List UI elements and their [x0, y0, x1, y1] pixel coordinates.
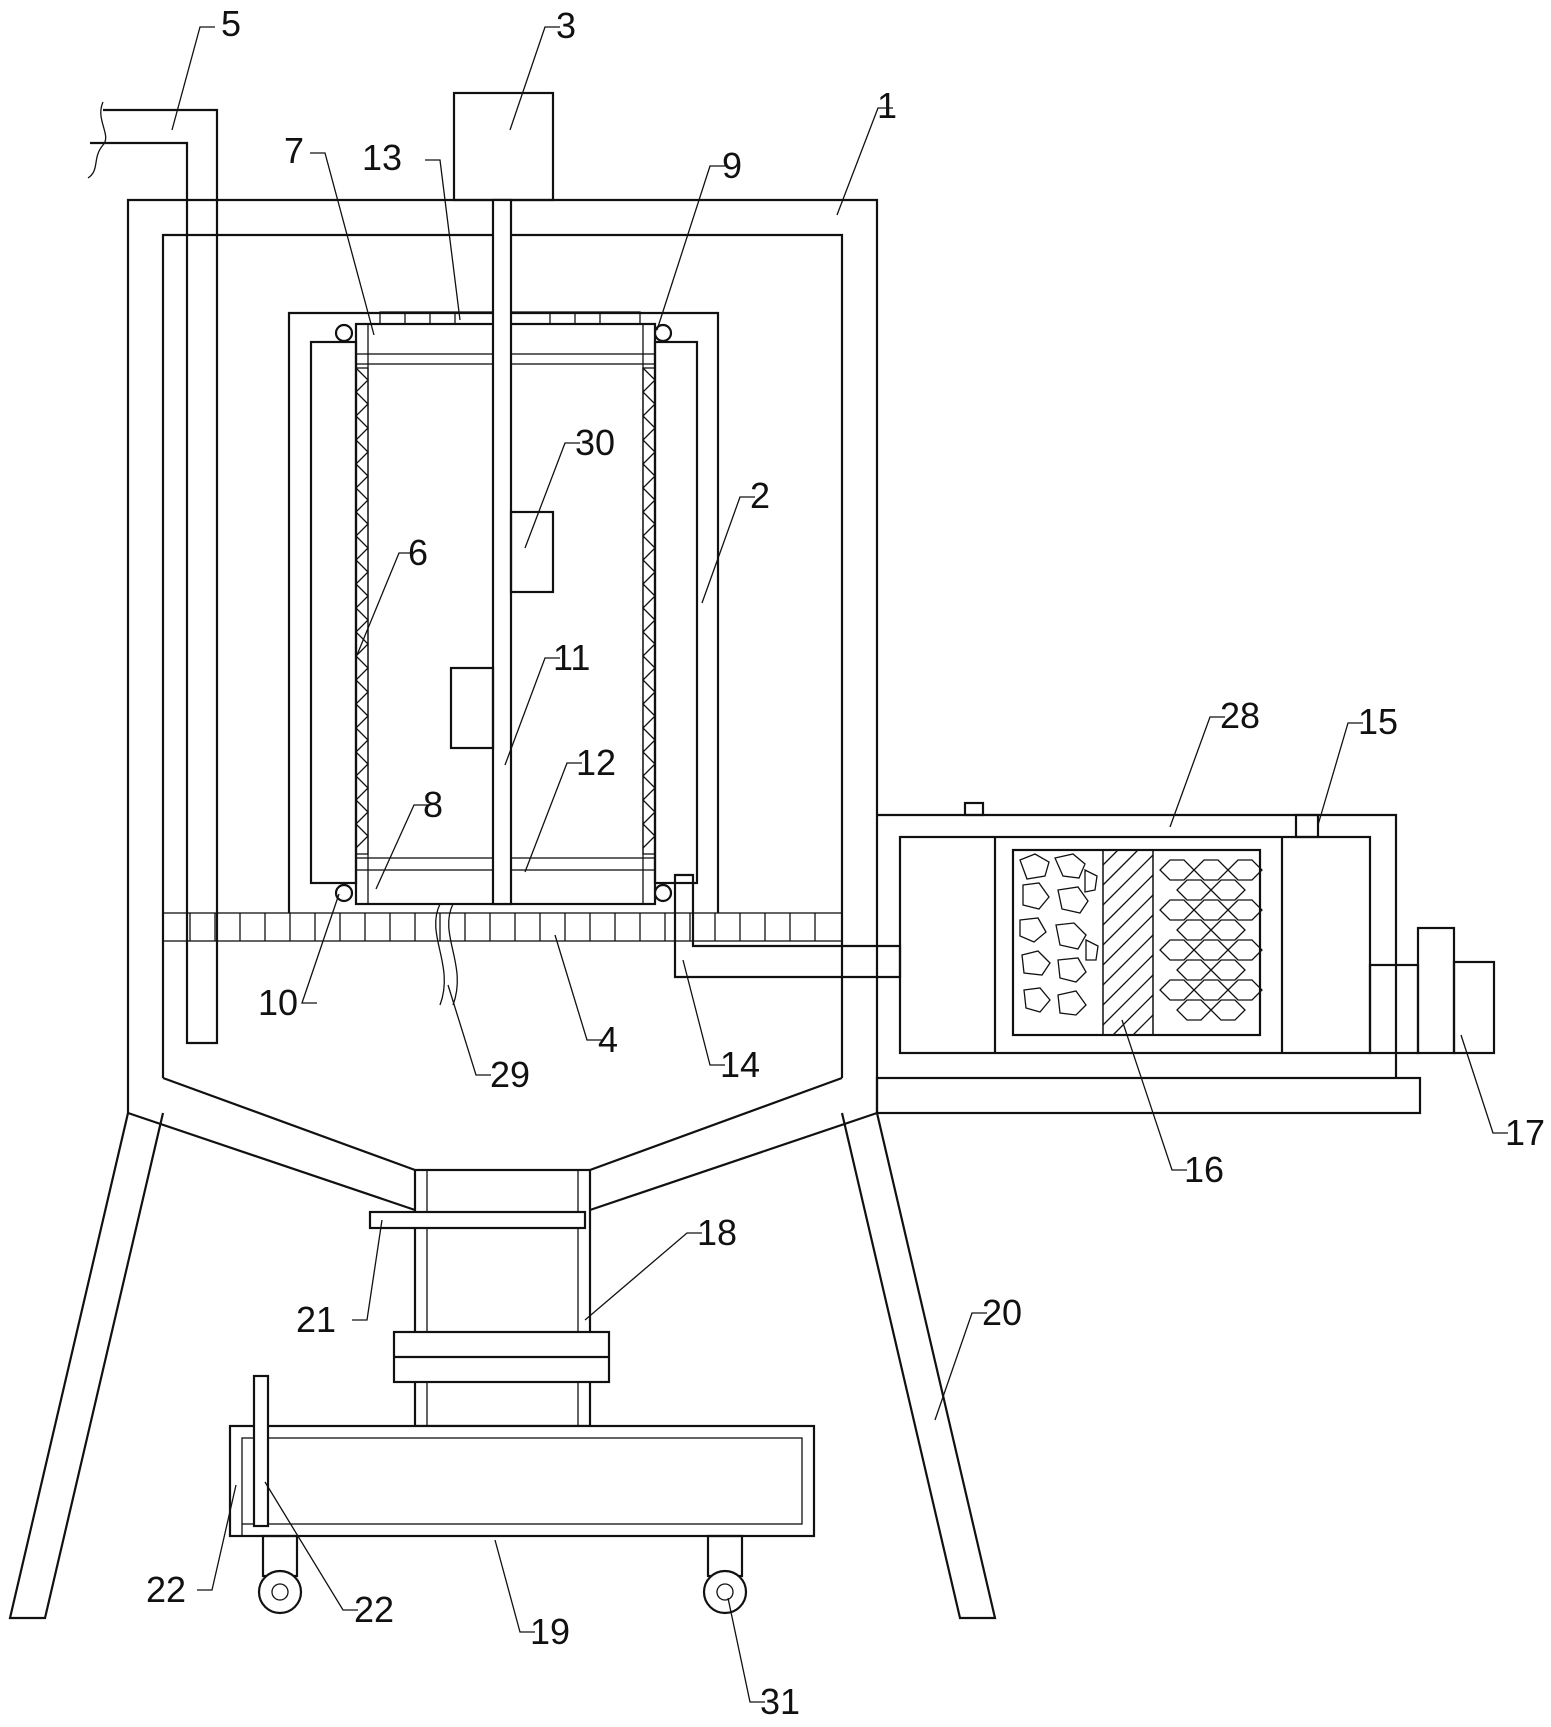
label-8: 8	[423, 784, 443, 825]
label-12: 12	[576, 742, 616, 783]
cable	[435, 903, 458, 1006]
label-13: 13	[362, 137, 402, 178]
rotating-shaft	[449, 198, 555, 906]
label-5: 5	[221, 3, 241, 44]
label-29: 29	[490, 1054, 530, 1095]
label-15: 15	[1358, 701, 1398, 742]
label-7: 7	[284, 130, 304, 171]
label-2: 2	[750, 475, 770, 516]
label-14: 14	[720, 1044, 760, 1085]
label-16: 16	[1184, 1149, 1224, 1190]
label-20: 20	[982, 1292, 1022, 1333]
label-30: 30	[575, 422, 615, 463]
label-11: 11	[553, 637, 590, 678]
honeycomb-layer	[1152, 849, 1263, 1036]
legs	[8, 1112, 997, 1620]
label-22-right: 22	[354, 1589, 394, 1630]
label-18: 18	[697, 1212, 737, 1253]
discharge-pipe	[368, 1168, 611, 1428]
label-21: 21	[296, 1299, 336, 1340]
collection-cart	[228, 1374, 816, 1615]
label-17: 17	[1505, 1112, 1545, 1153]
filter-box	[877, 801, 1398, 1055]
pump	[1368, 926, 1496, 1055]
label-22-left: 22	[146, 1569, 186, 1610]
outlet-pipe	[673, 873, 902, 979]
label-3: 3	[556, 5, 576, 46]
support-shelf	[875, 1053, 1422, 1115]
label-9: 9	[722, 145, 742, 186]
label-10: 10	[258, 982, 298, 1023]
motor	[452, 91, 555, 202]
label-28: 28	[1220, 695, 1260, 736]
hatched-layer	[1102, 849, 1154, 1036]
label-19: 19	[530, 1611, 570, 1652]
label-31: 31	[760, 1681, 800, 1722]
hopper	[127, 1076, 878, 1212]
feed-pipe	[87, 101, 219, 1045]
perforated-plate	[162, 912, 843, 942]
label-6: 6	[408, 532, 428, 573]
labels: 5 3 1 7 13 9 30 2 6 11 28 15 12 8 10 29 …	[146, 3, 1545, 1722]
gravel-layer	[1012, 849, 1104, 1036]
label-4: 4	[598, 1019, 618, 1060]
leader-lines	[171, 26, 1508, 1703]
label-1: 1	[877, 85, 897, 126]
